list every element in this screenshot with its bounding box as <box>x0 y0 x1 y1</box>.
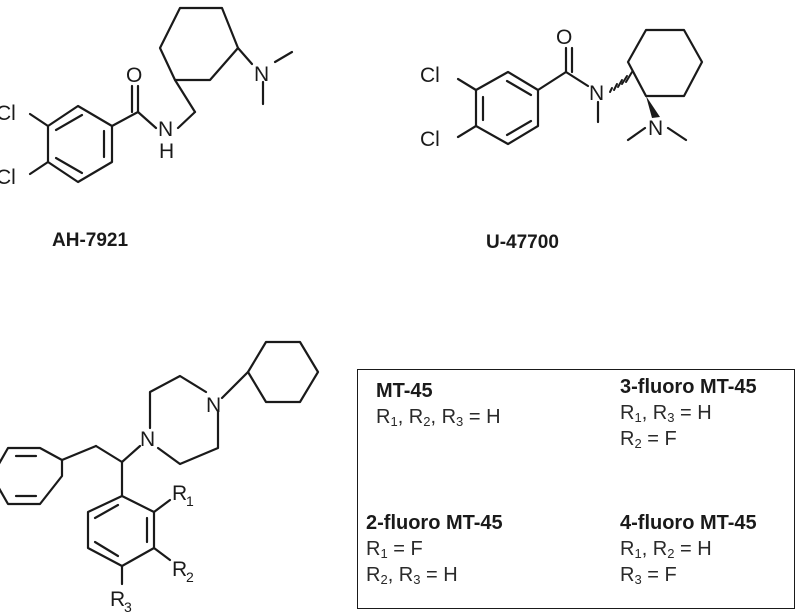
ah7921-amine-n-label: N <box>254 63 269 86</box>
u47700-bold-wedge <box>646 96 660 118</box>
variant-mt45: MT-45 R1, R2, R3 = H <box>376 378 501 430</box>
variant-name: 3-fluoro MT-45 <box>620 376 757 398</box>
mt45-r1-label: R 1 <box>172 482 194 509</box>
substituent-line: R1, R3 = H <box>620 402 712 425</box>
u47700-carbonyl-o-label: O <box>556 26 572 49</box>
u47700-cl-label-1: Cl <box>420 64 440 87</box>
substituent-line: R1 = F <box>366 538 423 561</box>
ah7921-amide-n-label: N <box>158 118 173 141</box>
substituent-line: R3 = F <box>620 564 677 587</box>
variant-3-fluoro-mt45: 3-fluoro MT-45 R1, R3 = H R2 = F <box>620 374 757 452</box>
svg-text:1: 1 <box>186 493 194 509</box>
svg-text:R: R <box>110 588 125 611</box>
variant-name: 2-fluoro MT-45 <box>366 512 503 534</box>
svg-text:R: R <box>172 558 187 581</box>
ah7921-structure: N N H O Cl Cl AH-7921 <box>0 6 294 251</box>
svg-text:R: R <box>172 482 187 505</box>
variant-name: 4-fluoro MT-45 <box>620 512 757 534</box>
mt45-r2-label: R 2 <box>172 558 194 585</box>
u47700-structure: O N N Cl Cl U-47700 <box>420 26 704 253</box>
variant-4-fluoro-mt45: 4-fluoro MT-45 R1, R2 = H R3 = F <box>620 510 757 588</box>
variant-substituents: R1, R2, R3 = H <box>376 404 501 430</box>
ah7921-compound-name: AH-7921 <box>52 230 128 251</box>
ah7921-cyclohexane-ring <box>158 6 240 82</box>
u47700-amide-n-label: N <box>589 82 604 105</box>
ah7921-carbonyl-o-label: O <box>126 64 142 87</box>
substituent-line: R1, R2 = H <box>620 538 712 561</box>
mt45-r3-label: R 3 <box>110 588 132 614</box>
mt45-piperazine-ring <box>148 374 208 430</box>
u47700-cyclohexane-ring <box>626 28 704 98</box>
substituent-line: R2 = F <box>620 428 677 451</box>
mt45-cyclohexane-ring <box>246 340 320 404</box>
ah7921-cl-label-1: Cl <box>0 102 16 125</box>
variant-substituents: R1, R2 = H R3 = F <box>620 536 757 588</box>
variant-2-fluoro-mt45: 2-fluoro MT-45 R1 = F R2, R3 = H <box>366 510 503 588</box>
variant-substituents: R1 = F R2, R3 = H <box>366 536 503 588</box>
mt45-piperazine-n-label-2: N <box>140 428 155 451</box>
substituent-legend-box: MT-45 R1, R2, R3 = H 3-fluoro MT-45 R1, … <box>357 369 795 609</box>
mt45-aryl-ring <box>86 494 156 568</box>
substituent-line: R2, R3 = H <box>366 564 458 587</box>
svg-text:3: 3 <box>124 599 132 614</box>
u47700-cl-label-2: Cl <box>420 128 440 151</box>
mt45-structure: N N R 1 R 2 R 3 <box>0 340 320 614</box>
variant-substituents: R1, R3 = H R2 = F <box>620 400 757 452</box>
substituent-line: R1, R2, R3 = H <box>376 406 501 429</box>
mt45-piperazine-n-label-1: N <box>206 394 221 417</box>
variant-name: MT-45 <box>376 380 433 402</box>
svg-text:2: 2 <box>186 569 194 585</box>
ah7921-amide-h-label: H <box>159 140 174 163</box>
u47700-benzene-ring <box>474 70 540 146</box>
ah7921-cl-label-2: Cl <box>0 166 16 189</box>
u47700-amine-n-label: N <box>648 117 663 140</box>
u47700-hashed-wedge <box>609 71 633 93</box>
u47700-compound-name: U-47700 <box>486 232 559 253</box>
mt45-benzyl-phenyl-ring <box>0 446 64 506</box>
